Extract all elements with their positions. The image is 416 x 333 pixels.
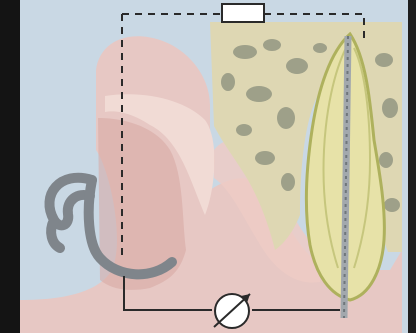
resistor-icon [222,4,264,22]
right-frame [408,0,416,333]
left-frame [0,0,20,333]
file-electrode-icon [344,36,348,318]
meter-gauge-icon [214,294,250,328]
